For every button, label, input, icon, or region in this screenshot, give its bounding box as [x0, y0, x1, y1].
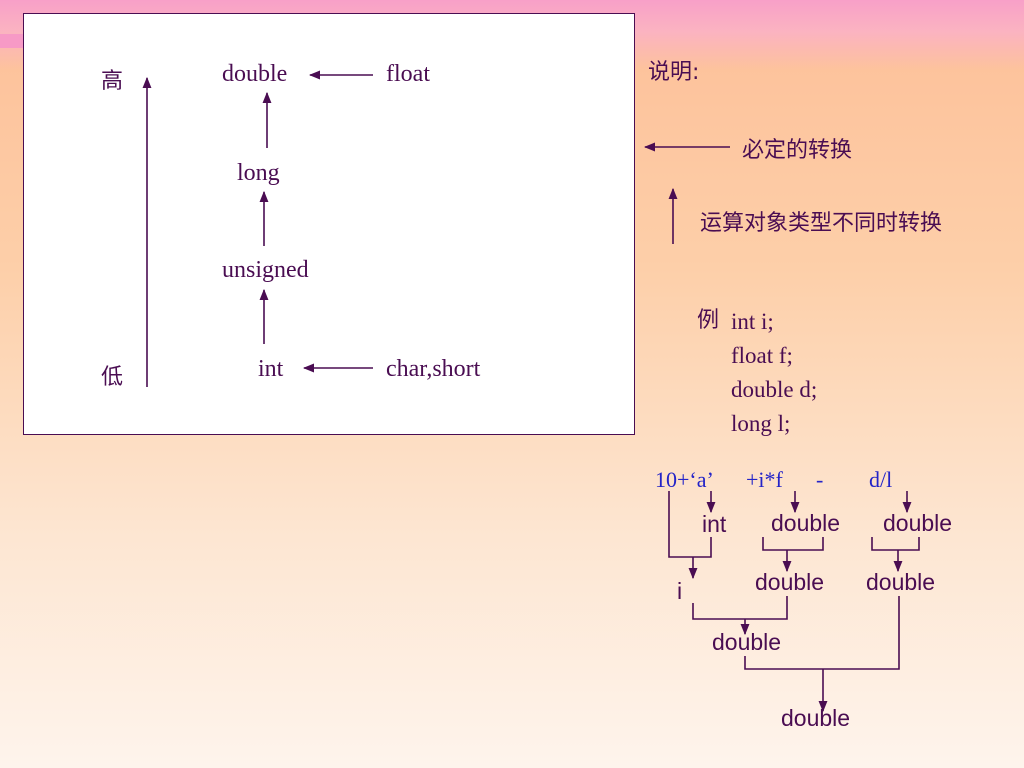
legend-operand-text: 运算对象类型不同时转换: [700, 211, 943, 236]
expr-bracket-sum: [692, 596, 788, 620]
expr-part-plus-i-times-f: +i*f: [746, 467, 783, 492]
example-prefix: 例: [697, 308, 720, 333]
expr-l1-double-a: double: [771, 510, 841, 536]
high-label: 高: [101, 69, 124, 94]
legend-title: 说明:: [648, 60, 700, 85]
expr-l3-double: double: [712, 629, 782, 655]
expr-bracket-dl: [871, 537, 920, 551]
expr-l1-double-b: double: [883, 510, 953, 536]
type-float: float: [386, 61, 430, 87]
type-char-short: char,short: [386, 356, 481, 382]
example-line-double: double d;: [731, 377, 818, 402]
expr-part-minus: -: [816, 467, 824, 492]
expr-l2-i: i: [677, 578, 683, 604]
expr-l1-int: int: [702, 511, 727, 537]
low-label: 低: [101, 365, 124, 390]
expr-bracket-final: [744, 596, 900, 670]
expr-l4-double: double: [781, 705, 851, 731]
expr-part-d-div-l: d/l: [869, 467, 893, 492]
header-accent-stripe: [0, 34, 30, 48]
expr-bracket-if: [762, 537, 824, 551]
expr-part-10-plus-a: 10+‘a’: [655, 467, 714, 492]
type-unsigned: unsigned: [222, 257, 309, 283]
expr-l2-double-b: double: [866, 569, 936, 595]
type-double: double: [222, 61, 288, 87]
example-line-int: int i;: [731, 309, 774, 334]
type-int: int: [258, 356, 284, 382]
expr-l2-double-a: double: [755, 569, 825, 595]
example-line-long: long l;: [731, 411, 791, 436]
type-hierarchy-panel: [23, 13, 635, 435]
example-line-float: float f;: [731, 343, 793, 368]
expr-bracket-10-int: [668, 491, 712, 558]
type-long: long: [237, 160, 280, 186]
legend-mandatory-text: 必定的转换: [742, 138, 853, 163]
